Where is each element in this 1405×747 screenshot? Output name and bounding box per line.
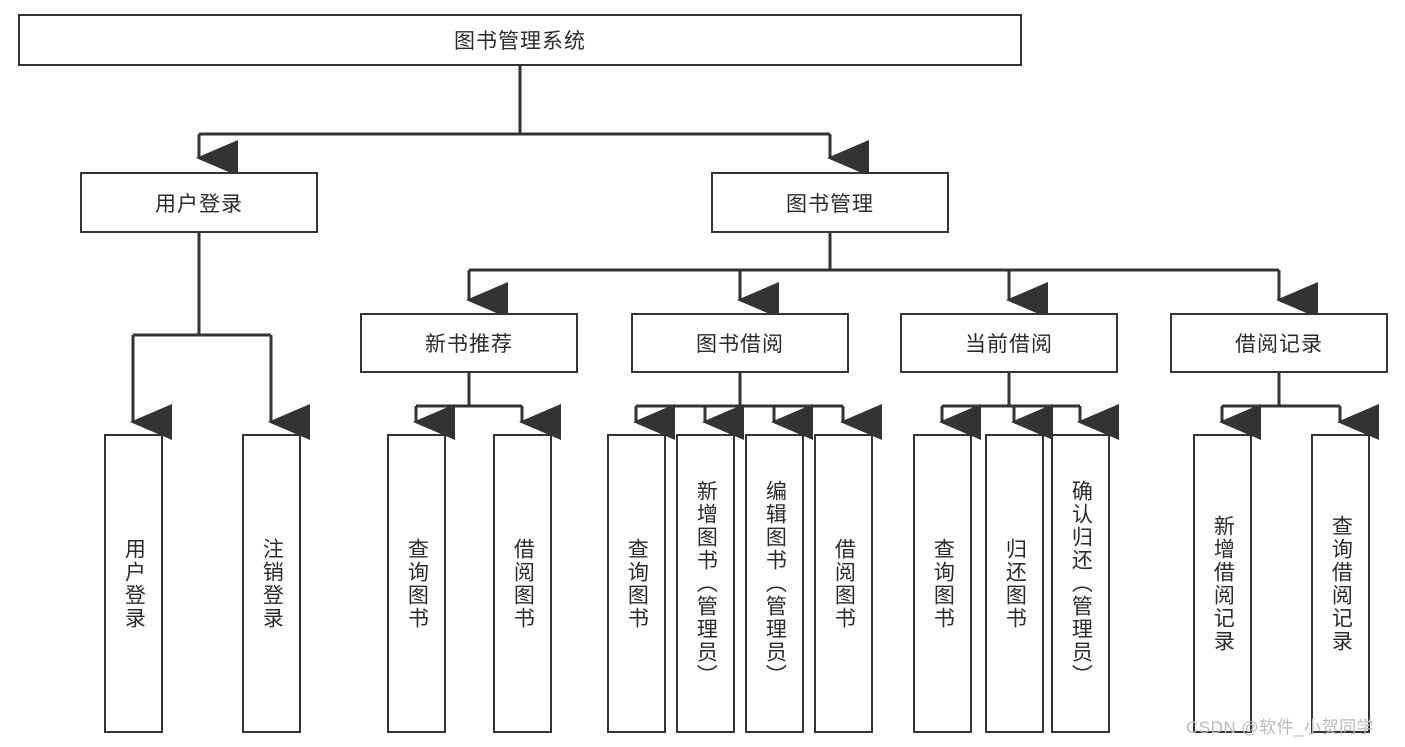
node-label: 查询借阅记录 <box>1329 514 1353 653</box>
node-label: 图书管理 <box>786 192 874 216</box>
node-label: 借阅图书 <box>832 537 856 630</box>
node-new-book-recommend[interactable]: 新书推荐 <box>360 313 578 373</box>
node-label: 编辑图书（管理员） <box>763 480 787 687</box>
leaf-confirm-return-admin[interactable]: 确认归还（管理员） <box>1051 434 1110 733</box>
node-label: 新增借阅记录 <box>1211 514 1235 653</box>
node-label: 图书管理系统 <box>454 30 586 53</box>
node-label: 注销登录 <box>260 537 284 630</box>
node-book-management[interactable]: 图书管理 <box>711 172 949 233</box>
node-user-login[interactable]: 用户登录 <box>80 172 318 233</box>
leaf-query-borrow-record[interactable]: 查询借阅记录 <box>1311 434 1370 733</box>
node-label: 确认归还（管理员） <box>1069 480 1093 687</box>
node-label: 借阅记录 <box>1235 333 1323 356</box>
leaf-query-book-recommend[interactable]: 查询图书 <box>387 434 446 733</box>
node-label: 图书借阅 <box>696 333 784 356</box>
leaf-add-book-admin[interactable]: 新增图书（管理员） <box>676 434 735 733</box>
leaf-add-borrow-record[interactable]: 新增借阅记录 <box>1193 434 1252 733</box>
leaf-user-login[interactable]: 用户登录 <box>104 434 163 733</box>
leaf-query-book-current[interactable]: 查询图书 <box>913 434 972 733</box>
node-book-borrow[interactable]: 图书借阅 <box>631 313 849 373</box>
node-label: 用户登录 <box>122 537 146 630</box>
node-label: 新书推荐 <box>425 333 513 356</box>
leaf-borrow-book-recommend[interactable]: 借阅图书 <box>493 434 552 733</box>
node-root-system[interactable]: 图书管理系统 <box>18 14 1022 66</box>
node-label: 归还图书 <box>1003 537 1027 630</box>
leaf-borrow-book[interactable]: 借阅图书 <box>814 434 873 733</box>
node-borrow-record[interactable]: 借阅记录 <box>1170 313 1388 373</box>
node-label: 查询图书 <box>625 537 649 630</box>
leaf-query-book-borrow[interactable]: 查询图书 <box>607 434 666 733</box>
node-current-borrow[interactable]: 当前借阅 <box>900 313 1118 373</box>
leaf-return-book[interactable]: 归还图书 <box>985 434 1044 733</box>
leaf-logout-login[interactable]: 注销登录 <box>242 434 301 733</box>
node-label: 当前借阅 <box>965 333 1053 356</box>
node-label: 新增图书（管理员） <box>694 480 718 687</box>
leaf-edit-book-admin[interactable]: 编辑图书（管理员） <box>745 434 804 733</box>
node-label: 用户登录 <box>155 192 243 216</box>
node-label: 查询图书 <box>931 537 955 630</box>
node-label: 查询图书 <box>405 537 429 630</box>
node-label: 借阅图书 <box>511 537 535 630</box>
